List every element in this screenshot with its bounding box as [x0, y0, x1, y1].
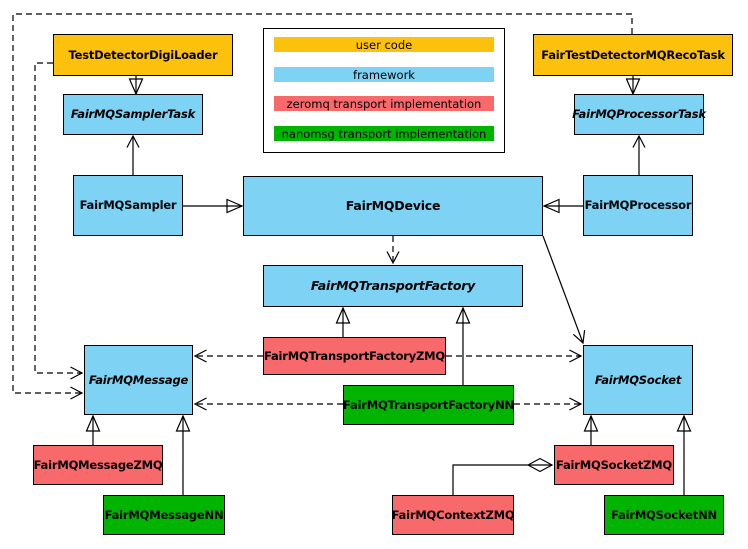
node-fairmqsocket: FairMQSocket — [583, 345, 693, 415]
node-fairmqcontextzmq: FairMQContextZMQ — [392, 495, 515, 535]
node-fairmqmessage: FairMQMessage — [84, 345, 193, 415]
node-fairmqprocessortask: FairMQProcessorTask — [572, 94, 706, 135]
node-fairmqsampler: FairMQSampler — [73, 175, 183, 236]
edge-recotask-depends-message — [12, 13, 633, 400]
node-fairtestdetectormqrecotask: FairTestDetectorMQRecoTask — [533, 34, 733, 76]
legend-item-user-code: user code — [274, 37, 494, 52]
node-fairmqtransportfactory: FairMQTransportFactory — [263, 265, 523, 307]
legend-item-zeromq: zeromq transport implementation — [274, 96, 494, 111]
node-fairmqmessagezmq: FairMQMessageZMQ — [33, 445, 163, 485]
node-fairmqsamplertask: FairMQSamplerTask — [63, 94, 203, 135]
edge-digiloader-depends-message — [34, 62, 84, 380]
node-fairmqsocketnn: FairMQSocketNN — [604, 495, 724, 535]
node-fairmqprocessor: FairMQProcessor — [583, 175, 693, 236]
node-fairmqdevice: FairMQDevice — [243, 176, 543, 236]
edge-device-uses-socket — [542, 235, 586, 345]
node-fairmqtransportfactoryzmq: FairMQTransportFactoryZMQ — [263, 337, 446, 375]
node-fairmqsocketzmq: FairMQSocketZMQ — [554, 445, 674, 485]
legend-item-framework: framework — [274, 67, 494, 82]
node-testdetectordigiloader: TestDetectorDigiLoader — [53, 34, 233, 76]
legend: user code framework zeromq transport imp… — [263, 28, 505, 153]
edge-socketzmq-owns-contextzmq — [452, 457, 554, 495]
legend-item-nanomsg: nanomsg transport implementation — [274, 126, 494, 141]
node-fairmqmessagenn: FairMQMessageNN — [103, 495, 225, 535]
node-fairmqtransportfactorynn: FairMQTransportFactoryNN — [343, 385, 514, 425]
